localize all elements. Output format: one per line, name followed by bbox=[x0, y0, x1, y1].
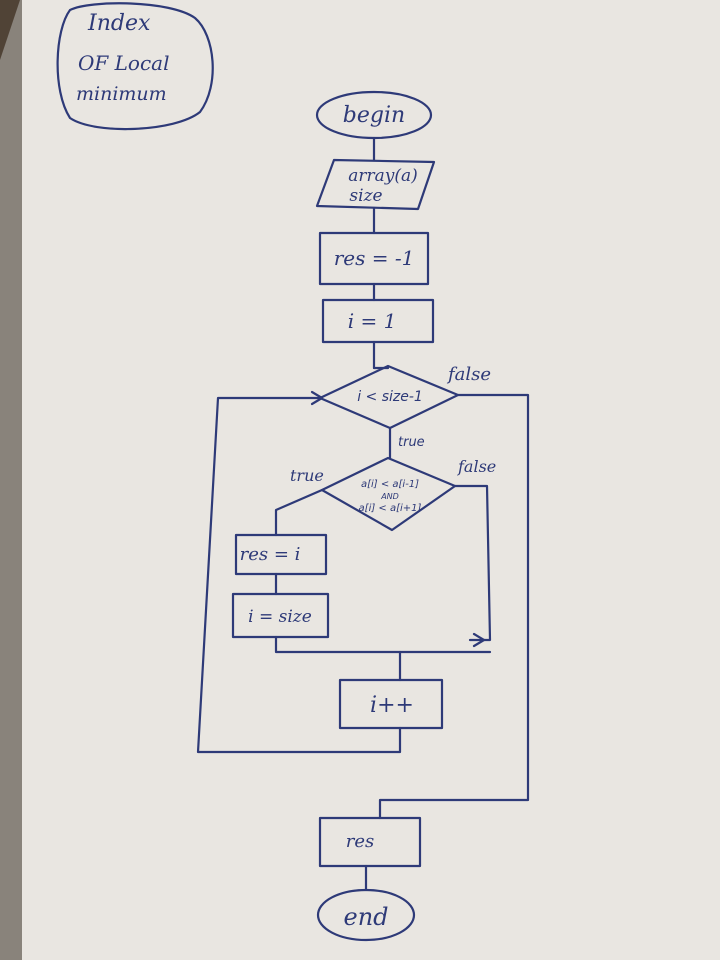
input-label-2: size bbox=[349, 186, 382, 206]
end-terminator: end bbox=[316, 888, 416, 942]
process-increment: i++ bbox=[338, 678, 444, 730]
process-res-init: res = -1 bbox=[318, 231, 430, 286]
input-parallelogram: array(a) size bbox=[315, 158, 436, 211]
inner-condition-line-1: a[i] < a[i-1] bbox=[361, 479, 419, 490]
loop-true-label: true bbox=[398, 435, 425, 450]
arrow-loop-back bbox=[310, 390, 324, 406]
inner-condition-diamond: a[i] < a[i-1] AND a[i] < a[i+1] bbox=[320, 456, 457, 532]
edge-iassign-merge bbox=[274, 635, 492, 654]
title-bubble: Index OF Local minimum bbox=[56, 2, 214, 131]
loop-condition-label: i < size-1 bbox=[357, 389, 423, 405]
process-res-assign: res = i bbox=[234, 533, 328, 576]
begin-label: begin bbox=[343, 103, 405, 128]
inner-true-label: true bbox=[290, 466, 324, 485]
output-document: res bbox=[318, 816, 422, 868]
increment-label: i++ bbox=[370, 693, 414, 718]
inner-false-label: false bbox=[457, 457, 496, 476]
res-assign-label: res = i bbox=[240, 544, 301, 565]
input-label-1: array(a) bbox=[348, 166, 418, 186]
process-i-assign: i = size bbox=[231, 592, 330, 639]
inner-condition-line-3: a[i] < a[i+1] bbox=[359, 503, 422, 514]
edge-loop-false bbox=[378, 393, 530, 820]
output-label: res bbox=[346, 831, 375, 852]
begin-terminator: begin bbox=[315, 90, 433, 140]
i-assign-label: i = size bbox=[248, 607, 312, 627]
edge-inner-false bbox=[453, 484, 492, 642]
i-init-label: i = 1 bbox=[348, 309, 397, 333]
title-line-3: minimum bbox=[76, 83, 167, 105]
end-label: end bbox=[343, 903, 388, 931]
edge-loop-back bbox=[196, 396, 402, 754]
left-shadow bbox=[0, 0, 22, 960]
process-i-init: i = 1 bbox=[321, 298, 435, 344]
title-line-1: Index bbox=[87, 11, 151, 36]
inner-condition-line-2: AND bbox=[380, 492, 399, 501]
res-init-label: res = -1 bbox=[334, 246, 415, 270]
title-line-2: OF Local bbox=[78, 51, 169, 75]
arrow-inner-false bbox=[472, 632, 486, 648]
edge-inner-true bbox=[274, 488, 324, 537]
loop-false-label: false bbox=[446, 364, 491, 385]
